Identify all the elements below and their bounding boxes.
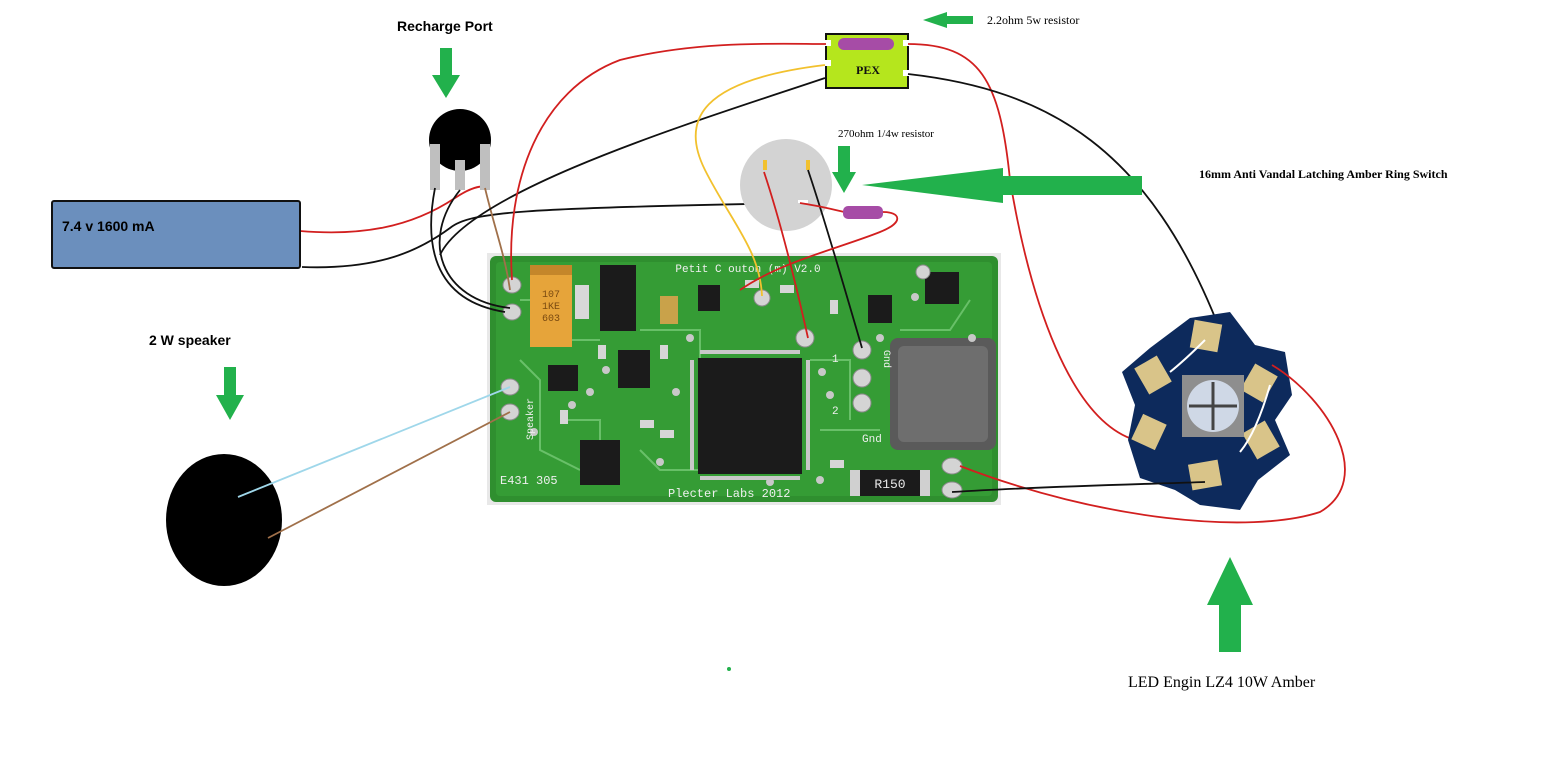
arrow-speaker [216,367,244,420]
wire-yellow [694,64,826,297]
resistor-2-2ohm [838,38,894,50]
capacitor-small [660,296,678,324]
ic-chip [548,365,578,391]
wire-switch-red [763,171,809,339]
recharge-port [429,109,491,190]
recharge-port-label: Recharge Port [397,18,493,34]
battery-label: 7.4 v 1600 mA [62,218,155,234]
wire-battery-positive [299,185,489,234]
ic-chip [925,272,959,304]
resistor-marking: R150 [874,477,905,492]
wire-battery-negative [301,202,801,269]
pex-label: PEX [856,63,880,77]
mcu-chip [690,350,810,480]
wire-red-board-to-pex [510,42,827,281]
led-label: LED Engin LZ4 10W Amber [1128,674,1316,691]
wire-red-led-to-board [959,364,1346,524]
wire-resistor-to-board [739,211,899,291]
wire-switch-to-resistor [799,202,846,213]
sense-resistor: R150 [850,470,930,496]
board-maker: Plecter Labs 2012 [668,487,790,501]
resistor-270ohm-label: 270ohm 1/4w resistor [838,128,934,140]
wire-black-pex-to-led [907,73,1221,331]
tantalum-capacitor: 107 1KE 603 [530,265,572,347]
regulator [600,265,636,331]
arrows [216,12,1253,671]
stray-dot [727,667,731,671]
arrow-recharge-port [432,48,460,98]
ic-chip [618,350,650,388]
arrow-switch [862,168,1142,203]
arrow-resistor-270 [832,146,856,193]
speaker [166,454,282,586]
arrow-led [1207,557,1253,652]
ic-chip [580,440,620,485]
resistor-270ohm [843,206,883,219]
wire-black-led-to-board [951,481,1206,493]
ring-switch [740,139,832,231]
pin-label-2: 2 [832,406,839,418]
crystal [575,285,589,319]
arrow-resistor-2-2 [923,12,973,28]
board-title: Petit C outon (m) V2.0 [675,264,820,276]
pex-module: PEX [821,33,913,89]
wire-speaker-blue [237,386,511,498]
switch-label: 16mm Anti Vandal Latching Amber Ring Swi… [1199,167,1448,181]
pcb-board: 107 1KE 603 R150 [487,253,1001,505]
pin-label-speaker: Speaker [525,398,537,440]
wire-port-black [438,189,511,309]
wire-black-to-pex [439,77,826,256]
ic-chip [698,285,720,311]
speaker-label: 2 W speaker [149,332,231,348]
capacitor-marking: 1KE [542,302,560,313]
led-star [1122,312,1292,510]
wire-switch-black [807,169,863,349]
resistor-2-2ohm-label: 2.2ohm 5w resistor [987,13,1080,27]
pin-label-gnd-2: Gnd [862,434,882,446]
board-serial: E431 305 [500,474,558,488]
battery-pack: 7.4 v 1600 mA [51,200,301,269]
capacitor-marking: 107 [542,290,560,301]
wire-speaker-brown [267,411,511,539]
pin-label-gnd: Gnd [880,350,892,368]
inductor [890,338,996,450]
capacitor-marking: 603 [542,314,560,325]
ic-chip [868,295,892,323]
pin-label-1: 1 [832,354,839,366]
wire-port-black [430,187,506,313]
wire-port-brown [484,187,511,291]
